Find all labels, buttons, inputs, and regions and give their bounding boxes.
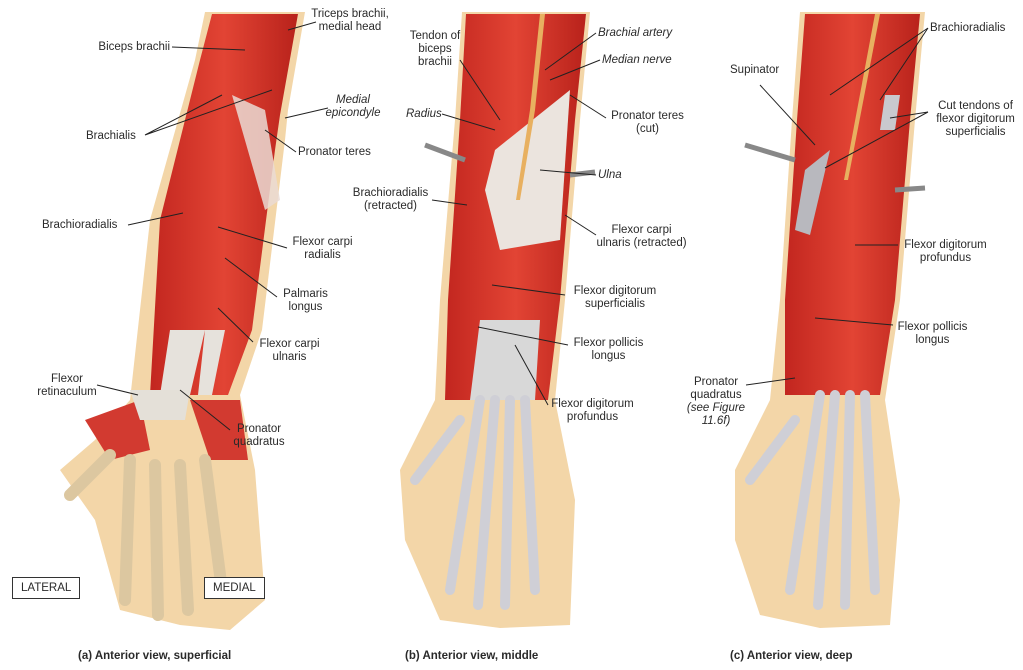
label-line: Pronator teres [611,110,684,122]
label-line: Flexor pollicis [573,337,644,349]
arm-middle [400,12,596,628]
label-line: Flexor digitorum [573,285,657,297]
label-line: flexor digitorum [936,113,1015,125]
label-line: epicondyle [325,107,381,119]
label-triceps-brachii: Triceps brachii,medial head [305,8,395,34]
label-line: Palmaris [283,288,328,300]
aponeurosis [232,95,280,210]
label-line: 11.6f) [701,415,731,427]
label-line: ulnaris [272,351,307,363]
thenar [85,400,150,460]
label-line: superficialis [584,298,646,310]
label-line: Pronator [693,376,739,388]
fingers [64,449,228,621]
hypothenar [190,400,248,460]
caption-a: (a) Anterior view, superficial [78,650,232,662]
label-median-nerve: Median nerve [602,54,672,66]
label-brachioradialis: Brachioradialis [42,219,118,231]
label-line: retinaculum [37,386,97,398]
label-line: medial head [318,21,382,33]
leader-lines [96,21,929,431]
label-line: profundus [566,411,619,423]
label-line: (cut) [636,123,659,135]
label-brachioradialis-retracted: Brachioradialis(retracted) [348,187,433,213]
label-line: superficialis [945,126,1006,138]
label-line: Flexor carpi [292,236,353,248]
label-line: longus [591,350,626,362]
label-line: profundus [919,252,972,264]
label-brachioradialis: Brachioradialis [930,22,1006,34]
label-brachialis: Brachialis [86,130,136,142]
label-line: ulnaris (retracted) [596,237,687,249]
label-pronator-teres: Pronator teres [298,146,371,158]
label-line: (see Figure [686,402,746,414]
label-line: longus [915,334,950,346]
label-line: Flexor pollicis [897,321,968,333]
caption-b: (b) Anterior view, middle [405,650,539,662]
label-biceps-brachii: Biceps brachii [98,41,170,53]
label-line: brachii [418,56,452,68]
label-line: Flexor carpi [611,224,672,236]
label-line: Pronator [236,423,282,435]
retractors [744,142,926,193]
label-line: (retracted) [363,200,418,212]
label-line: Medial [336,94,370,106]
label-radius: Radius [406,108,442,120]
label-line: longus [288,301,323,313]
arm-deep [735,12,926,628]
label-line: Flexor carpi [259,338,320,350]
label-line: Flexor digitorum [551,398,634,410]
medial-orientation-label: MEDIAL [204,577,265,599]
caption-c: (c) Anterior view, deep [730,650,853,662]
retinaculum [130,390,190,420]
label-line: Flexor [51,373,83,385]
arm-superficial [60,12,305,630]
label-line: quadratus [690,389,742,401]
label-line: biceps [418,43,452,55]
label-line: radialis [304,249,341,261]
tendons [160,330,225,395]
label-pronator-teres-cut: Pronator teres(cut) [605,110,690,136]
label-line: Cut tendons of [938,100,1013,112]
label-line: Tendon of [409,30,461,42]
label-brachial-artery: Brachial artery [598,27,673,39]
label-ulna: Ulna [598,169,622,181]
label-line: Flexor digitorum [904,239,987,251]
label-line: Brachioradialis [352,187,429,199]
label-supinator: Supinator [730,64,780,76]
label-line: Triceps brachii, [311,8,389,20]
label-line: quadratus [233,436,285,448]
lateral-orientation-label: LATERAL [12,577,81,599]
